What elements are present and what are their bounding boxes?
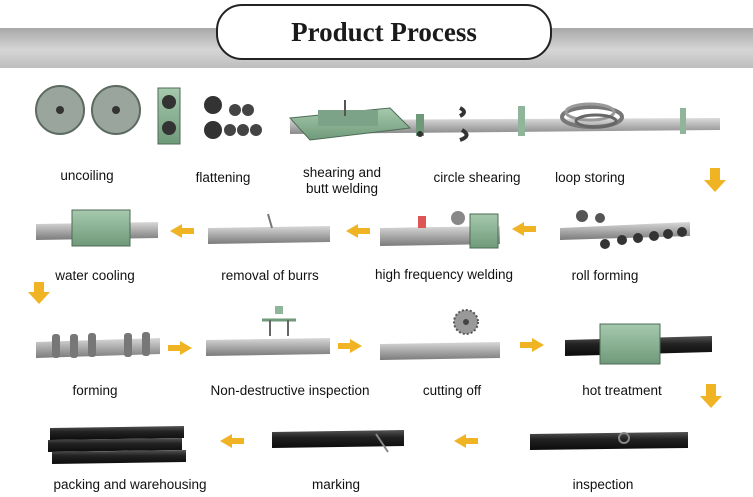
step-label: water cooling (55, 268, 135, 283)
arrow-right-icon (168, 341, 192, 355)
step-label: shearing and butt welding (302, 165, 382, 196)
arrow-left-icon (220, 434, 244, 448)
arrow-down-icon (700, 384, 722, 408)
loop-storing-illustration (560, 102, 686, 134)
roll-forming-illustration (560, 210, 690, 249)
step-label: circle shearing (433, 170, 521, 185)
flattening-illustration (157, 87, 262, 145)
step-label: Non-destructive inspection (210, 383, 370, 398)
arrow-left-icon (346, 224, 370, 238)
packing-illustration (48, 426, 186, 464)
step-label: loop storing (555, 170, 625, 185)
arrow-down-icon (28, 282, 50, 304)
marking-illustration (272, 430, 404, 453)
uncoiling-illustration (35, 85, 141, 135)
step-label: forming (72, 383, 118, 398)
flow-arrows (28, 168, 726, 448)
step-label: inspection (572, 477, 634, 492)
step-label: hot treatment (582, 383, 662, 398)
arrow-left-icon (512, 222, 536, 236)
arrow-left-icon (170, 224, 194, 238)
step-label: roll forming (571, 268, 639, 283)
water-cooling-illustration (36, 209, 158, 247)
arrow-right-icon (520, 338, 544, 352)
circle-shearing-illustration (416, 106, 525, 142)
arrow-down-icon (704, 168, 726, 192)
hot-treatment-illustration (565, 323, 712, 365)
step-label: uncoiling (60, 168, 114, 183)
inspection-illustration (530, 432, 688, 450)
shearing-welding-illustration (288, 100, 412, 141)
forming-illustration (36, 332, 160, 358)
step-label: cutting off (422, 383, 482, 398)
arrow-left-icon (454, 434, 478, 448)
step-label: high frequency welding (374, 267, 514, 282)
removal-of-burrs-illustration (208, 213, 330, 244)
page-title: Product Process (216, 4, 552, 60)
cutting-off-illustration (380, 309, 500, 360)
step-label: marking (311, 477, 360, 492)
non-destructive-inspection-illustration (206, 306, 330, 356)
step-label: flattening (195, 170, 251, 185)
high-frequency-welding-illustration (380, 211, 500, 249)
step-label: packing and warehousing (53, 477, 207, 492)
arrow-right-icon (338, 339, 362, 353)
step-label: removal of burrs (221, 268, 319, 283)
